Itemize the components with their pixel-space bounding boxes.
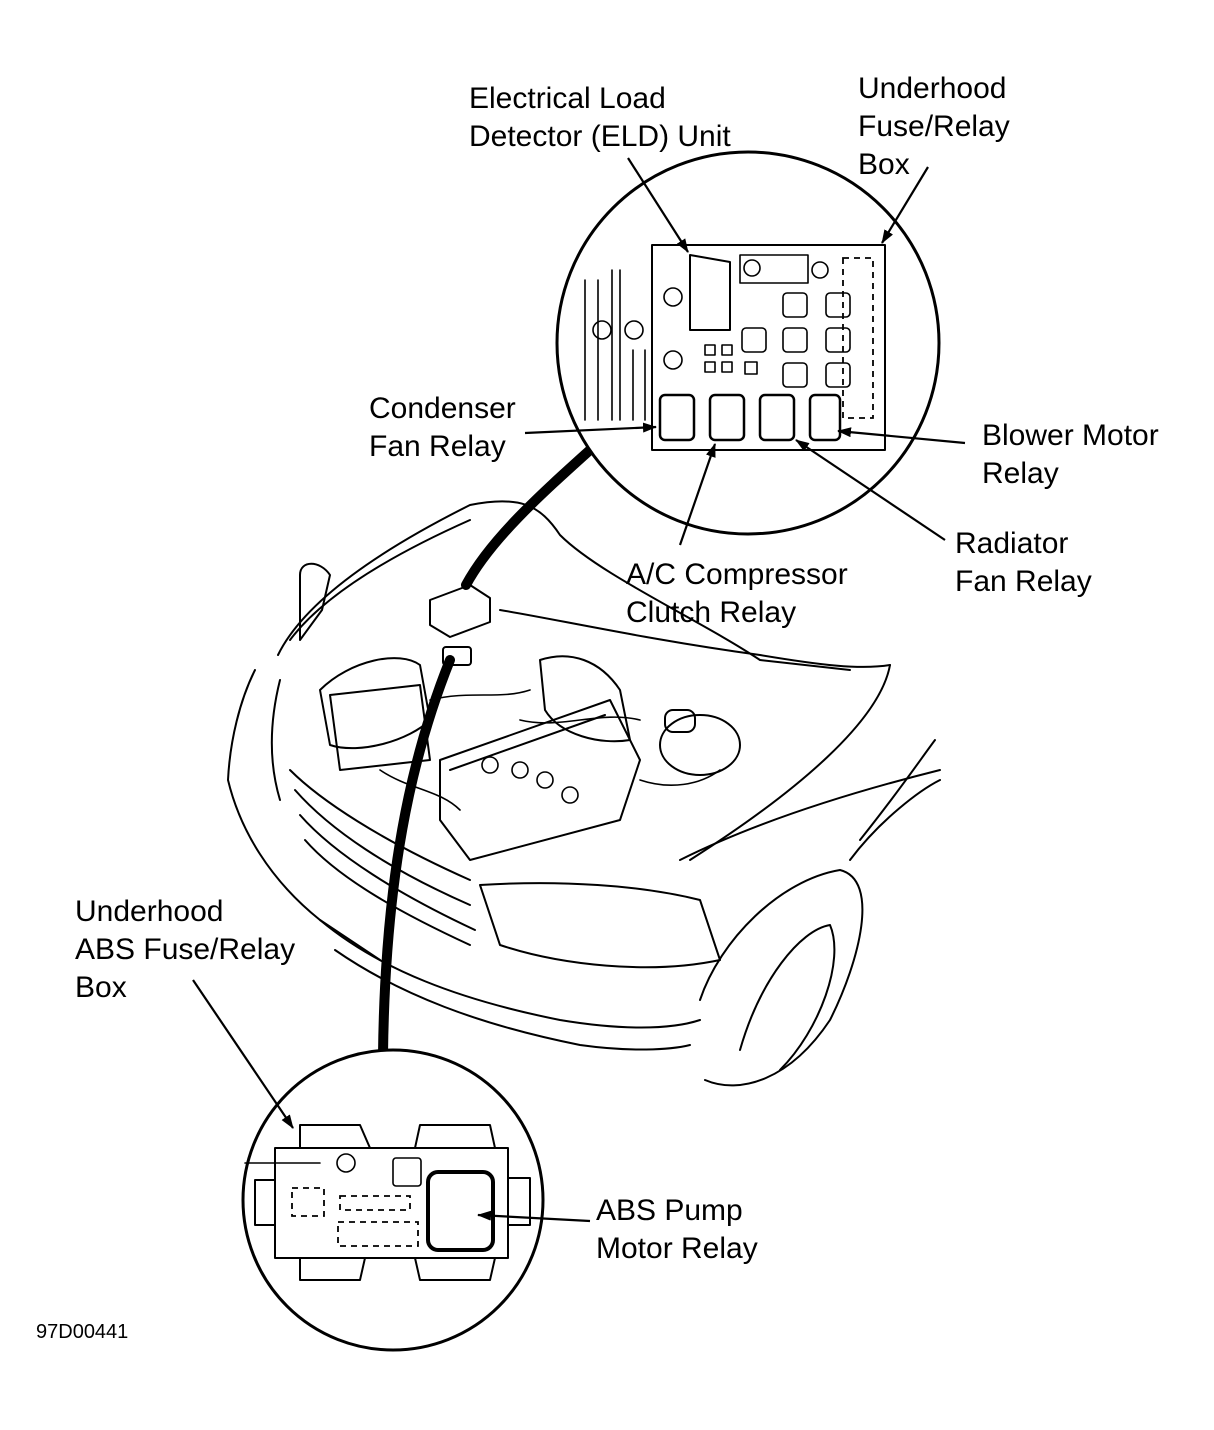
abs-box-label: Underhood ABS Fuse/Relay Box	[75, 895, 303, 1004]
vehicle-drawing	[227, 500, 941, 1087]
connector-to-lower-detail	[378, 655, 455, 1060]
callout-labels: Electrical Load Detector (ELD) Unit Unde…	[36, 72, 1167, 1343]
connector-to-upper-detail	[461, 445, 595, 590]
abs-box-label-line: ABS Fuse/Relay	[75, 933, 295, 966]
underhood-box-label-line: Box	[858, 148, 910, 181]
ac-compressor-relay-shape	[708, 393, 746, 442]
leader-lines	[192, 157, 966, 1223]
underhood-box-label-line: Fuse/Relay	[858, 110, 1010, 143]
eld-unit-label-line: Electrical Load	[469, 82, 666, 115]
ac-relay-label-line: Clutch Relay	[626, 596, 796, 629]
underhood-box-label: Underhood Fuse/Relay Box	[858, 72, 1018, 181]
abs-box-label-line: Underhood	[75, 895, 223, 928]
radiator-relay-label-line: Radiator	[955, 527, 1068, 560]
radiator-fan-relay-shape	[758, 393, 796, 442]
abs-pump-relay-label-line: Motor Relay	[596, 1232, 758, 1265]
abs-fuse-relay-detail	[241, 1048, 545, 1352]
abs-pump-motor-relay-shape	[426, 1170, 495, 1252]
condenser-relay-label: Condenser Fan Relay	[369, 392, 524, 463]
abs-pump-relay-label-line: ABS Pump	[596, 1194, 743, 1227]
blower-relay-label-line: Blower Motor	[982, 419, 1159, 452]
blower-motor-relay-shape	[808, 393, 842, 442]
radiator-relay-label: Radiator Fan Relay	[955, 527, 1092, 598]
ac-relay-label: A/C Compressor Clutch Relay	[626, 558, 856, 629]
eld-unit-label: Electrical Load Detector (ELD) Unit	[469, 82, 731, 153]
condenser-relay-label-line: Condenser	[369, 392, 516, 425]
eld-unit-label-line: Detector (ELD) Unit	[469, 120, 731, 153]
underhood-fuse-relay-detail	[555, 150, 941, 536]
abs-pump-relay-label: ABS Pump Motor Relay	[596, 1194, 758, 1265]
abs-box-label-line: Box	[75, 971, 127, 1004]
eld-unit-shape	[689, 254, 731, 331]
underhood-box-label-line: Underhood	[858, 72, 1006, 105]
blower-relay-label: Blower Motor Relay	[982, 419, 1167, 490]
condenser-fan-relay-shape	[658, 393, 696, 442]
ac-relay-label-line: A/C Compressor	[626, 558, 848, 591]
figure-code: 97D00441	[36, 1321, 128, 1343]
blower-relay-label-line: Relay	[982, 457, 1059, 490]
radiator-relay-label-line: Fan Relay	[955, 565, 1092, 598]
condenser-relay-label-line: Fan Relay	[369, 430, 506, 463]
